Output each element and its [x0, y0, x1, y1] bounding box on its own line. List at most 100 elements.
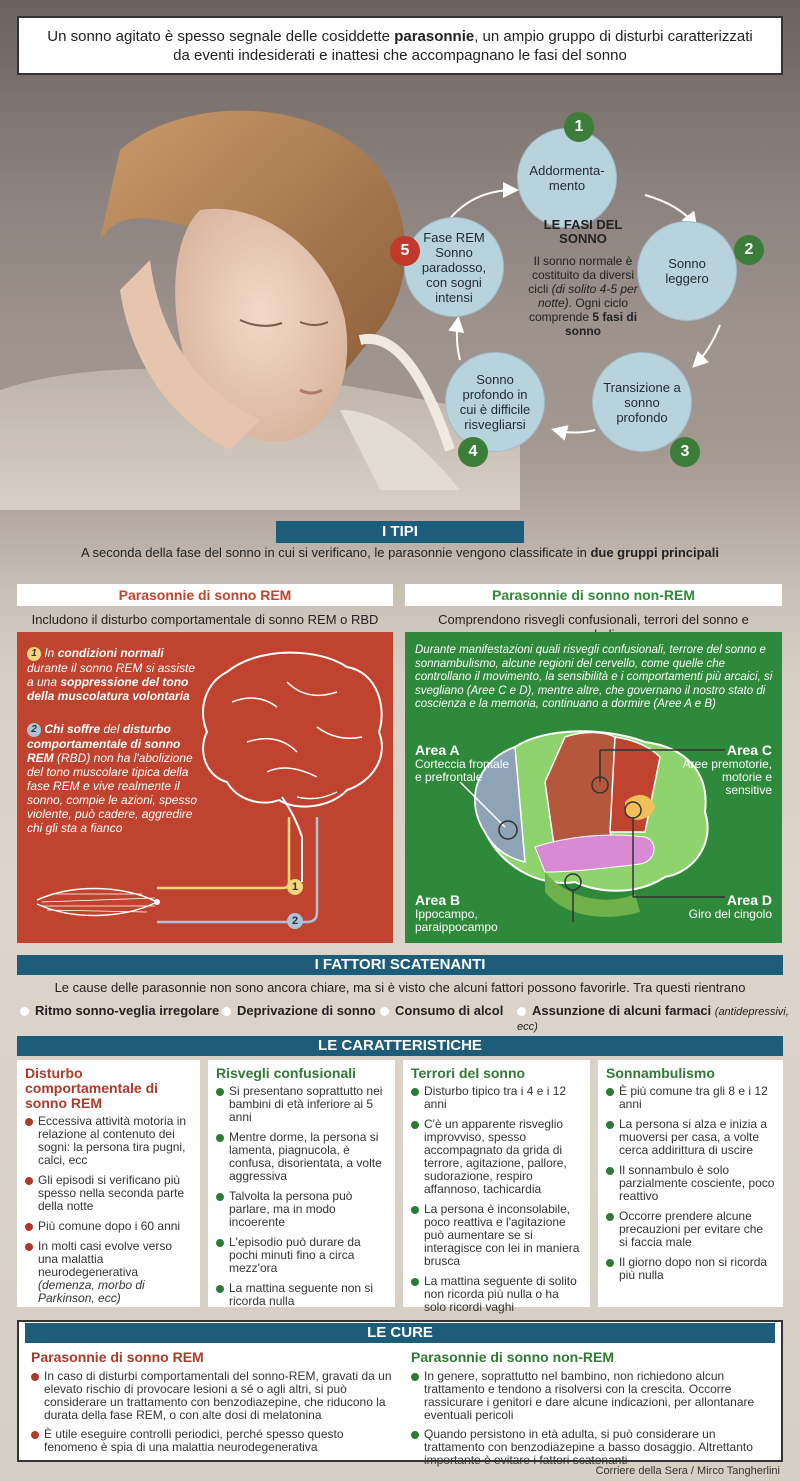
char-col-rbd: Disturbo comportamentale di sonno REM Ec…	[17, 1060, 200, 1307]
factor-item: Deprivazione di sonno	[222, 1003, 376, 1018]
list-item: La persona si alza e inizia a muoversi p…	[606, 1118, 775, 1157]
intro-line1a: Un sonno agitato è spesso segnale delle …	[47, 28, 395, 45]
rem-panel: 1 2 1 In condizioni normali durante il s…	[17, 632, 393, 943]
char-col-title: Disturbo comportamentale di sonno REM	[25, 1065, 159, 1111]
tipi-sub-a: A seconda della fase del sonno in cui si…	[80, 545, 591, 560]
nrem-description: Durante manifestazioni quali risvegli co…	[415, 644, 773, 710]
list-item-note: (demenza, morbo di Parkinson, ecc)	[38, 1278, 145, 1305]
phase-3-circle: Transizione a sonno profondo	[592, 352, 692, 452]
rem-p2-bold1: Chi soffre	[44, 722, 101, 736]
list-item: In caso di disturbi comportamentali del …	[31, 1370, 396, 1422]
list-item: Più comune dopo i 60 anni	[25, 1220, 192, 1233]
rem-point-2: 2 Chi soffre del disturbo comportamental…	[27, 722, 202, 835]
rem-point-1: 1 In condizioni normali durante il sonno…	[27, 646, 202, 703]
cure-nrem-title: Parasonnie di sonno non-REM	[411, 1349, 615, 1365]
phase-4-label: Sonno profondo in cui è difficile risveg…	[459, 372, 531, 432]
rem-p2-bold2: disturbo comportamentale di sonno REM	[27, 722, 181, 765]
list-item: C'è un apparente risveglio improvviso, s…	[411, 1118, 582, 1196]
list-item: La persona è inconsolabile, poco reattiv…	[411, 1203, 582, 1268]
fattori-subtitle: Le cause delle parasonnie non sono ancor…	[54, 980, 746, 995]
cure-rem-list: In caso di disturbi comportamentali del …	[31, 1370, 396, 1460]
rem-panel-title: Parasonnie di sonno REM	[17, 584, 393, 606]
list-item: È utile eseguire controlli periodici, pe…	[31, 1428, 396, 1454]
nerve-marker-2: 2	[287, 913, 303, 929]
list-item: Quando persistono in età adulta, si può …	[411, 1428, 776, 1467]
phase-5-circle: Fase REM Sonno paradosso, con sogni inte…	[404, 217, 504, 317]
area-a-desc: Corteccia frontale e prefrontale	[415, 757, 510, 784]
rem-panel-subtitle: Includono il disturbo comportamentale di…	[31, 612, 379, 627]
cycle-description: Il sonno normale è costituito da diversi…	[528, 254, 638, 338]
factor-item: Ritmo sonno-veglia irregolare	[20, 1003, 219, 1018]
phase-2-circle: Sonno leggero	[637, 221, 737, 321]
phase-4-number: 4	[458, 437, 488, 467]
phase-2-label: Sonno leggero	[665, 256, 709, 286]
nerve-marker-1: 1	[287, 879, 303, 895]
list-item: In molti casi evolve verso una malattia …	[25, 1240, 192, 1305]
list-item: La mattina seguente di solito non ricord…	[411, 1275, 582, 1314]
intro-box: Un sonno agitato è spesso segnale delle …	[17, 16, 783, 75]
phase-3-number: 3	[670, 437, 700, 467]
intro-line1b: , un ampio gruppo di disturbi caratteriz…	[474, 28, 753, 45]
rem-p2-b: (RBD) non ha l'abolizione del tono musco…	[27, 750, 198, 835]
intro-line2: da eventi indesiderati e inattesi che ac…	[173, 47, 627, 64]
area-d-title: Area D	[726, 892, 772, 908]
list-item: Eccessiva attività motoria in relazione …	[25, 1115, 192, 1167]
phase-5-number: 5	[390, 236, 420, 266]
cycle-desc-b: . Ogni ciclo comprende	[528, 296, 629, 324]
phase-2-number: 2	[734, 235, 764, 265]
char-col-risvegli: Risvegli confusionali Si presentano sopr…	[208, 1060, 395, 1308]
list-item: La mattina seguente non si ricorda nulla	[216, 1282, 387, 1308]
rem-p2-a: del	[100, 722, 123, 736]
list-item: Talvolta la persona può parlare, ma in m…	[216, 1190, 387, 1229]
credit: Corriere della Sera / Mirco Tangherlini	[595, 1465, 780, 1477]
cure-box: LE CURE Parasonnie di sonno REM In caso …	[17, 1320, 783, 1467]
area-a-title: Area A	[415, 742, 460, 758]
cycle-center-text: LE FASI DEL SONNO Il sonno normale è cos…	[528, 217, 638, 339]
caratteristiche-header: LE CARATTERISTICHE	[17, 1036, 783, 1056]
char-col-title: Sonnambulismo	[606, 1065, 715, 1081]
char-col-title: Risvegli confusionali	[216, 1065, 357, 1081]
factor-item-last: Assunzione di alcuni farmaci (antidepres…	[517, 1003, 800, 1033]
area-c-title: Area C	[726, 742, 772, 758]
factor-item-text: Assunzione di alcuni farmaci	[532, 1003, 712, 1018]
list-item: Mentre dorme, la persona si lamenta, pia…	[216, 1131, 387, 1183]
nrem-panel: Durante manifestazioni quali risvegli co…	[405, 632, 782, 943]
phase-4-circle: Sonno profondo in cui è difficile risveg…	[445, 352, 545, 452]
tipi-header: I TIPI	[276, 521, 524, 543]
list-item: In genere, soprattutto nel bambino, non …	[411, 1370, 776, 1422]
brain-areas-illustration	[459, 730, 725, 922]
char-col-terrori: Terrori del sonno Disturbo tipico tra i …	[403, 1060, 590, 1314]
list-item: Il sonnambulo è solo parzialmente coscie…	[606, 1164, 775, 1203]
cycle-desc-italic: (di solito 4-5 per notte)	[537, 282, 638, 310]
list-item-text: In molti casi evolve verso una malattia …	[38, 1239, 173, 1279]
list-item: Occorre prendere alcune precauzioni per …	[606, 1210, 775, 1249]
phase-5-label: Fase REM Sonno paradosso, con sogni inte…	[421, 229, 487, 305]
rem-p1-bold2: soppressione del tono della muscolatura …	[27, 674, 190, 703]
area-b-desc: Ippocampo, paraippocampo	[415, 907, 498, 934]
rem-p1-a: In	[44, 646, 58, 660]
list-item: È più comune tra gli 8 e i 12 anni	[606, 1085, 775, 1111]
factor-item-note: (antidepressivi, ecc)	[517, 1006, 789, 1033]
phase-3-label: Transizione a sonno profondo	[603, 379, 681, 425]
char-col-sonnambulismo: Sonnambulismo È più comune tra gli 8 e i…	[598, 1060, 783, 1307]
list-item: Disturbo tipico tra i 4 e i 12 anni	[411, 1085, 582, 1111]
cure-rem-title: Parasonnie di sonno REM	[31, 1349, 204, 1365]
cycle-desc-bold: 5 fasi di sonno	[565, 310, 638, 338]
list-item: Il giorno dopo non si ricorda più nulla	[606, 1256, 775, 1282]
cycle-title: LE FASI DEL SONNO	[543, 217, 623, 246]
list-item: Si presentano soprattutto nei bambini di…	[216, 1085, 387, 1124]
nrem-panel-title: Parasonnie di sonno non-REM	[405, 584, 782, 606]
list-item: Gli episodi si verificano più spesso nel…	[25, 1174, 192, 1213]
phase-1-label: Addormenta-mento	[529, 163, 605, 193]
rem-p1-bold1: condizioni normali	[57, 646, 164, 660]
phase-1-number: 1	[564, 112, 594, 142]
tipi-sub-bold: due gruppi principali	[590, 545, 720, 560]
fattori-header: I FATTORI SCATENANTI	[17, 955, 783, 975]
char-col-title: Terrori del sonno	[411, 1065, 526, 1081]
factor-item: Consumo di alcol	[380, 1003, 503, 1018]
rem-point-1-number: 1	[27, 646, 41, 661]
